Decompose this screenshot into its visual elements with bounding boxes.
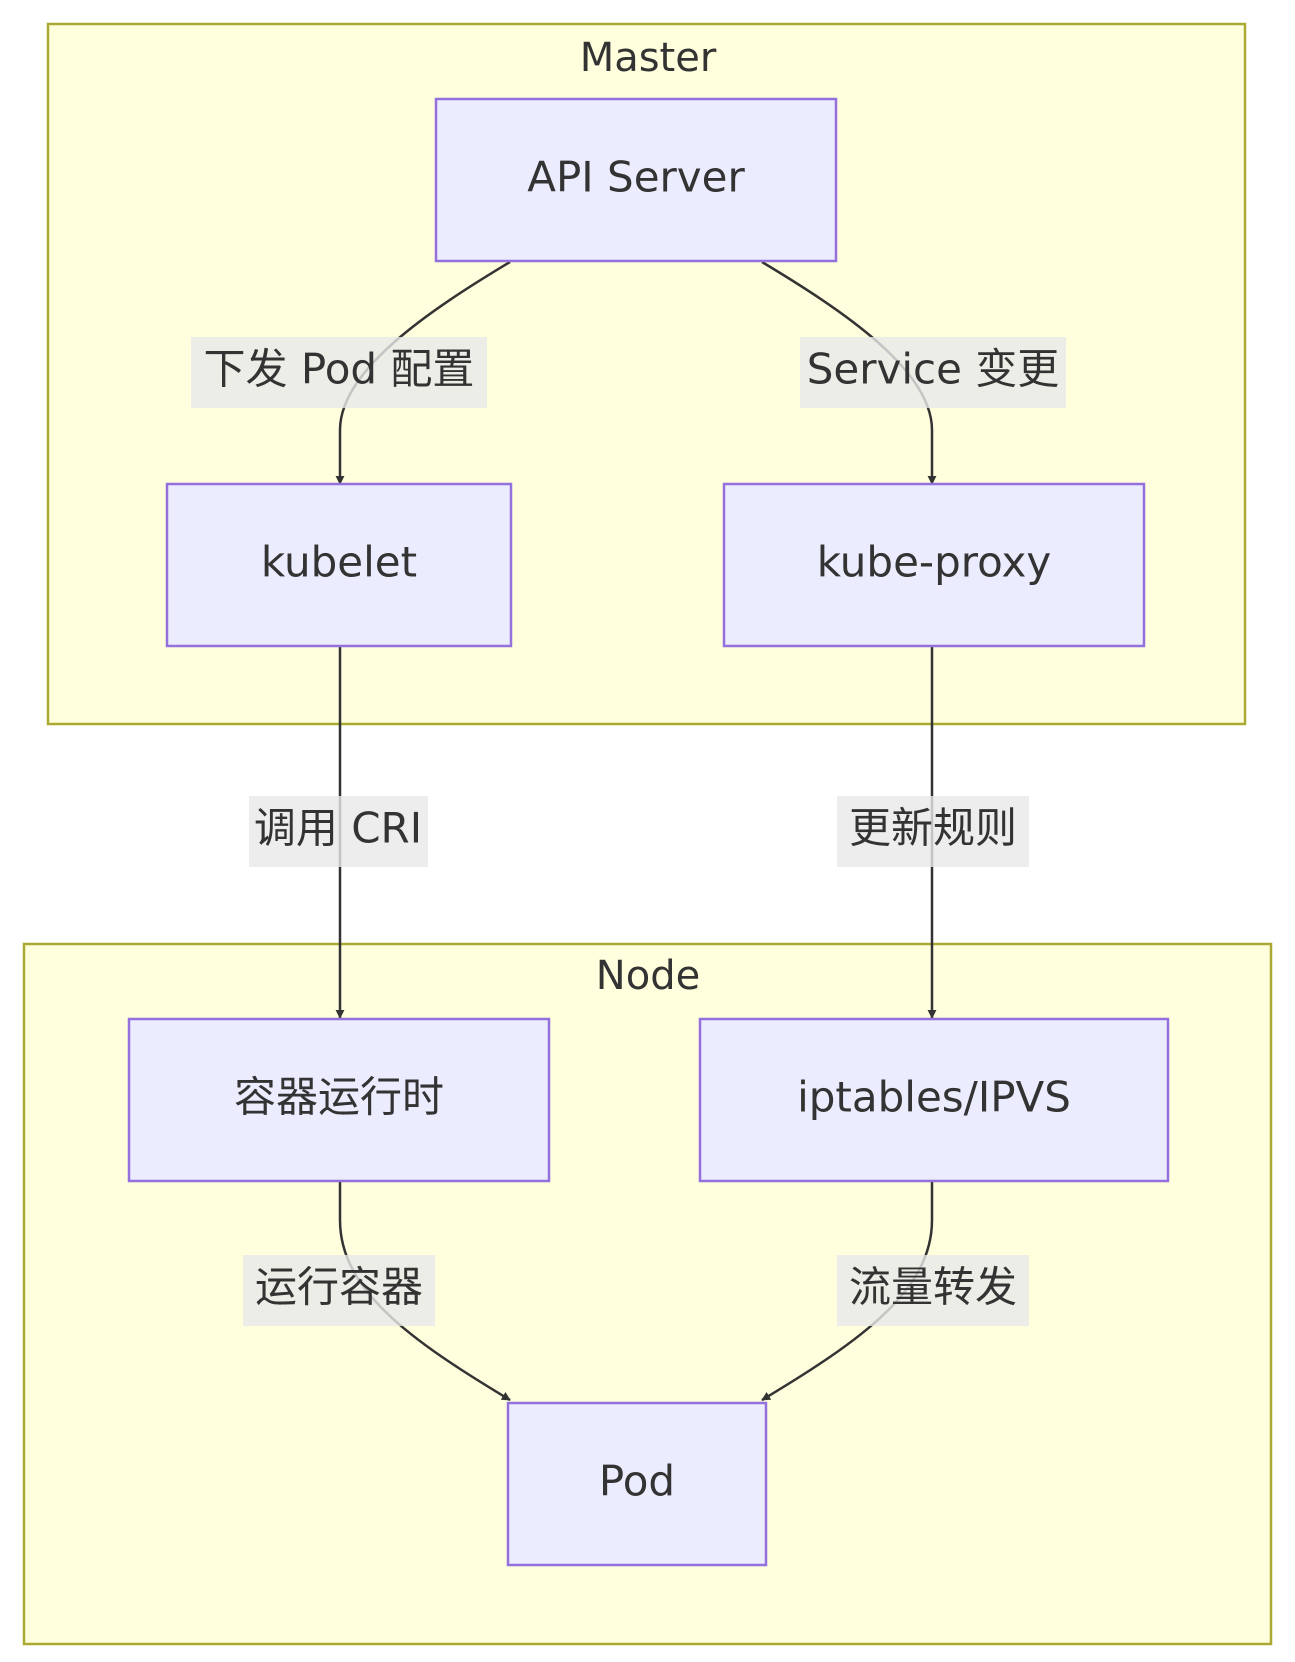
node-label: API Server <box>527 153 745 202</box>
node-label: iptables/IPVS <box>797 1073 1071 1122</box>
node-label: Pod <box>599 1457 675 1506</box>
edge-label-iptables-to-pod: 流量转发 <box>837 1255 1029 1326</box>
edge-label-text: 调用 CRI <box>254 804 422 853</box>
node-api-server: API Server <box>434 97 838 263</box>
node-kubelet: kubelet <box>165 482 513 648</box>
node-container-runtime: 容器运行时 <box>127 1017 551 1183</box>
edge-label-text: 下发 Pod 配置 <box>204 345 475 394</box>
node-box <box>506 1401 768 1567</box>
edge-label-bg <box>243 1255 435 1326</box>
cluster-node-title: Node <box>596 953 700 999</box>
node-box <box>722 482 1146 648</box>
node-box <box>127 1017 551 1183</box>
node-label: kubelet <box>261 538 417 587</box>
edge-label-bg <box>837 1255 1029 1326</box>
nodes: API Server kubelet kube-proxy 容器运行时 ipta… <box>127 97 1170 1567</box>
edge-label-runtime-to-pod: 运行容器 <box>243 1255 435 1326</box>
cluster-master-title: Master <box>580 35 717 81</box>
edge-label-text: 运行容器 <box>255 1263 423 1312</box>
node-label: 容器运行时 <box>234 1073 444 1122</box>
node-box <box>434 97 838 263</box>
edge-label-bg <box>837 796 1029 867</box>
edge-label-bg <box>249 796 428 867</box>
edge-label-api-to-kubelet: 下发 Pod 配置 <box>191 337 487 408</box>
edge-label-bg <box>800 337 1066 408</box>
node-kube-proxy: kube-proxy <box>722 482 1146 648</box>
edge-label-api-to-kubeproxy: Service 变更 <box>800 337 1066 408</box>
edge-label-kubeproxy-to-iptables: 更新规则 <box>837 796 1029 867</box>
node-iptables-ipvs: iptables/IPVS <box>698 1017 1170 1183</box>
edge-label-bg <box>191 337 487 408</box>
edge-label-text: 流量转发 <box>849 1263 1017 1312</box>
node-box <box>165 482 513 648</box>
node-box <box>698 1017 1170 1183</box>
edge-label-text: 更新规则 <box>849 804 1017 853</box>
node-label: kube-proxy <box>817 538 1051 587</box>
node-pod: Pod <box>506 1401 768 1567</box>
edge-labels: 下发 Pod 配置 Service 变更 调用 CRI 更新规则 运行容器 流量… <box>191 337 1066 1326</box>
edge-label-text: Service 变更 <box>807 345 1060 394</box>
edge-label-kubelet-to-runtime: 调用 CRI <box>249 796 428 867</box>
